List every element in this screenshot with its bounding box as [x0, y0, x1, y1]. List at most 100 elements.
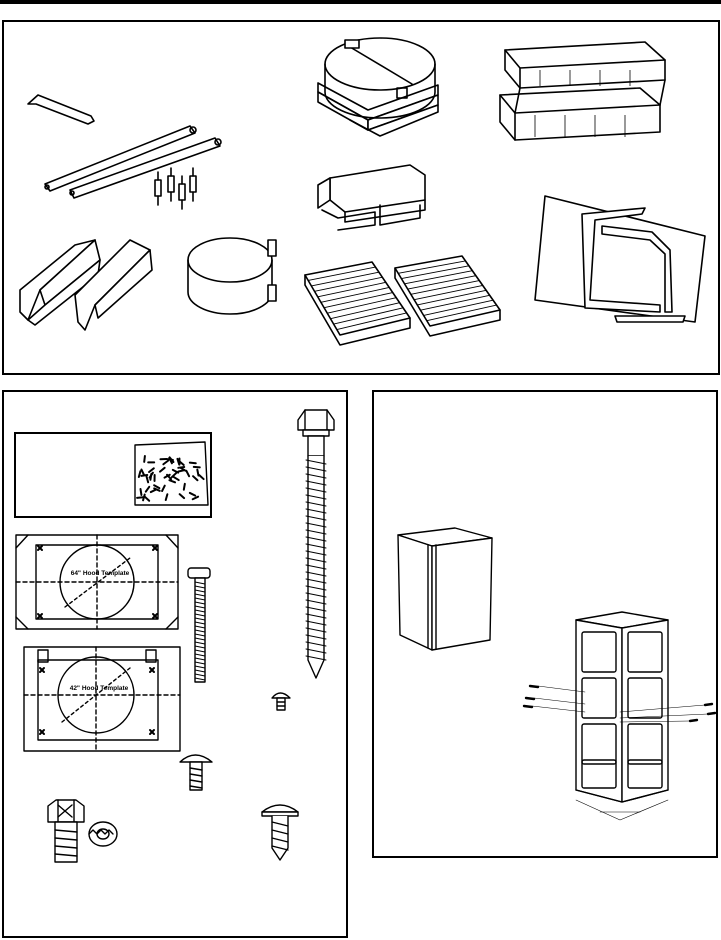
hatch-line: [323, 292, 393, 309]
hood-box-lines: [534, 70, 631, 137]
hatch-line: [164, 493, 169, 502]
hatch-line: [305, 466, 327, 472]
bag-screws: [136, 454, 205, 502]
cover-plate: [534, 195, 706, 323]
band-clamp: [187, 237, 277, 315]
hatch-line: [194, 605, 206, 609]
small-pan-screw: [271, 692, 291, 711]
hex-bolt: [47, 799, 85, 863]
hatch-line: [305, 494, 327, 500]
hatch-line: [194, 653, 206, 657]
hatch-line: [407, 275, 476, 290]
hatch-line: [145, 475, 150, 484]
parts-illustration-top: [19, 37, 706, 346]
hatch-line: [336, 312, 407, 330]
assembly-panel: [372, 390, 718, 858]
hatch-line: [305, 592, 327, 598]
self-tapping-screw: [261, 804, 299, 861]
hatch-line: [148, 471, 154, 479]
hatch-line: [144, 485, 151, 493]
hatch-line: [305, 522, 327, 528]
hatch-line: [194, 593, 206, 597]
frame-screws: [522, 684, 717, 723]
mounting-bracket: [317, 164, 426, 231]
hatch-line: [305, 557, 327, 563]
hatch-line: [420, 294, 490, 311]
hatch-line: [137, 470, 142, 478]
hatch-line: [305, 459, 327, 465]
small-pins: [154, 167, 197, 210]
hatch-line: [398, 260, 466, 274]
hatch-line: [159, 466, 166, 473]
hatch-line: [194, 645, 206, 649]
grilles: [304, 255, 501, 346]
hatch-line: [317, 281, 386, 298]
hatch-line: [194, 641, 206, 645]
hatch-line: [166, 473, 173, 481]
hatch-line: [330, 302, 400, 320]
hatch-line: [194, 633, 206, 637]
hatch-line: [171, 468, 180, 474]
hatch-line: [194, 613, 206, 617]
hatch-line: [192, 475, 199, 482]
template-42-label: 42" Hood Template: [70, 685, 129, 692]
grille-slats: [308, 260, 497, 330]
hatch-line: [149, 488, 158, 494]
hatch-line: [305, 613, 327, 619]
hatch-line: [194, 601, 206, 605]
allen-key: [27, 94, 95, 125]
channels: [19, 239, 153, 331]
hatch-line: [333, 307, 404, 325]
hatch-line: [305, 599, 327, 605]
template-42-drawing: [23, 646, 181, 752]
top-rule: [0, 0, 721, 4]
hatch-line: [194, 649, 206, 653]
hatch-line: [136, 496, 145, 499]
hatch-line: [191, 495, 200, 501]
hatch-line: [305, 473, 327, 479]
hatch-line: [305, 648, 327, 654]
hatch-line: [143, 495, 151, 502]
template-64-label: 64" Hood Template: [71, 570, 130, 577]
hatch-line: [194, 625, 206, 629]
hatch-line: [140, 468, 146, 476]
hatch-line: [305, 543, 327, 549]
hatch-line: [401, 265, 469, 279]
hatch-line: [305, 487, 327, 493]
hatch-line: [178, 493, 186, 500]
hatch-line: [194, 665, 206, 669]
hatch-line: [314, 276, 383, 292]
hatch-line: [198, 474, 205, 481]
hatch-line: [327, 297, 397, 314]
hatch-line: [305, 536, 327, 542]
hatch-line: [194, 581, 206, 585]
hardware-panel: [2, 390, 348, 938]
hatch-line: [194, 621, 206, 625]
hatch-line: [194, 609, 206, 613]
hatch-line: [177, 469, 186, 473]
hatch-line: [426, 304, 497, 322]
hatch-line: [172, 475, 180, 482]
hatch-line: [194, 637, 206, 641]
hatch-line: [194, 585, 206, 589]
hatch-line: [305, 508, 327, 514]
hatch-line: [194, 657, 206, 661]
hatch-line: [305, 515, 327, 521]
hatch-line: [305, 571, 327, 577]
hatch-line: [194, 661, 206, 665]
round-duct-adapter: [317, 37, 439, 137]
chimney-cover: [397, 527, 493, 651]
hatch-line: [305, 620, 327, 626]
frame-tower: [575, 611, 669, 821]
truss-screw: [179, 754, 213, 791]
hatch-line: [423, 299, 494, 316]
hatch-line: [153, 484, 161, 490]
machine-screw-long: [187, 567, 211, 683]
parts-panel-top: [2, 20, 720, 375]
machine-screw-threads: [194, 581, 206, 681]
hatch-line: [311, 271, 379, 287]
hatch-line: [305, 529, 327, 535]
hatch-line: [182, 482, 186, 491]
hardware-bag: [134, 441, 209, 506]
